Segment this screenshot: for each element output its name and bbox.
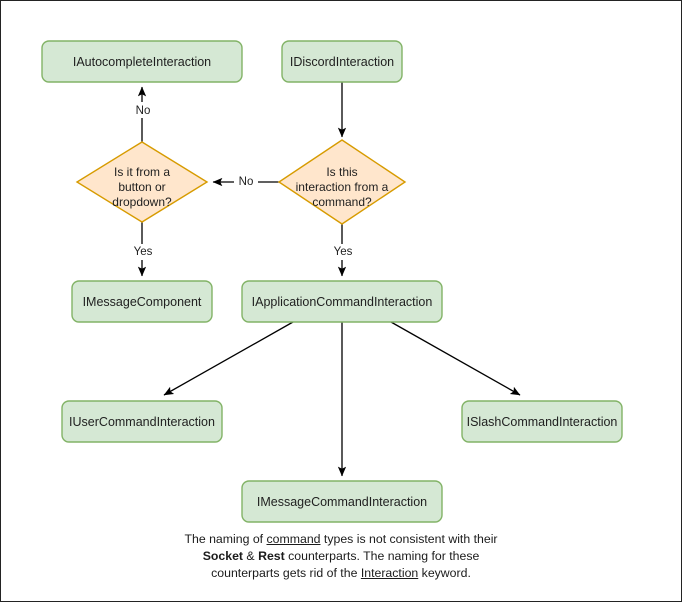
node-decision-interaction-from-command[interactable]: Is this interaction from a command? (277, 139, 407, 225)
node-slash-command-interaction[interactable]: ISlashCommandInteraction (461, 400, 623, 443)
node-label-decision-right-line3: command? (312, 195, 372, 209)
node-label-application-command-interaction: IApplicationCommandInteraction (252, 295, 433, 309)
edge-label-backdrop-yes-right (329, 244, 357, 260)
node-shape-rect[interactable] (281, 40, 403, 83)
caption-underline-interaction: Interaction (360, 566, 419, 580)
edge-label-yes-left: Yes (134, 246, 153, 258)
node-shape-rect[interactable] (241, 480, 443, 523)
node-application-command-interaction[interactable]: IApplicationCommandInteraction (241, 280, 443, 323)
node-label-decision-right-line1: Is this (326, 165, 357, 179)
node-shape-rect[interactable] (41, 40, 243, 83)
node-label-decision-left-line3: dropdown? (112, 195, 172, 209)
node-label-user-command-interaction: IUserCommandInteraction (69, 415, 215, 429)
node-label-autocomplete-interaction: IAutocompleteInteraction (73, 55, 211, 69)
edge-appcommand-to-usercommand (163, 321, 294, 396)
caption-bold-socket: Socket (202, 549, 244, 563)
node-decision-button-or-dropdown[interactable]: Is it from a button or dropdown? (75, 141, 209, 223)
node-shape-rect[interactable] (61, 400, 223, 443)
edge-label-backdrop-yes-left (129, 244, 157, 260)
node-label-message-component: IMessageComponent (83, 295, 202, 309)
diagram-caption: The naming of command types is not consi… (1, 531, 681, 582)
node-label-decision-left-line2: button or (118, 180, 165, 194)
node-shape-rect[interactable] (241, 280, 443, 323)
caption-text: counterparts gets rid of the (211, 566, 361, 580)
edge-label-no-horizontal: No (239, 176, 254, 188)
node-autocomplete-interaction[interactable]: IAutocompleteInteraction (41, 40, 243, 83)
edge-label-no-vertical: No (136, 105, 151, 117)
node-message-command-interaction[interactable]: IMessageCommandInteraction (241, 480, 443, 523)
node-label-message-command-interaction: IMessageCommandInteraction (257, 495, 427, 509)
edge-label-backdrop-no-vertical (131, 102, 155, 118)
node-label-decision-left-line1: Is it from a (114, 165, 170, 179)
nodes-layer: IAutocompleteInteraction IDiscordInterac… (41, 40, 623, 523)
caption-text: keyword. (418, 566, 471, 580)
node-label-decision-right-line2: interaction from a (296, 180, 389, 194)
caption-line-1: The naming of command types is not consi… (1, 531, 681, 548)
node-discord-interaction[interactable]: IDiscordInteraction (281, 40, 403, 83)
node-label-slash-command-interaction: ISlashCommandInteraction (467, 415, 618, 429)
edges-layer: No No Yes Yes (129, 82, 521, 477)
node-shape-rect[interactable] (71, 280, 213, 323)
node-shape-diamond[interactable] (75, 141, 209, 223)
caption-underline-command: command (266, 532, 321, 546)
node-shape-diamond[interactable] (277, 139, 407, 225)
node-user-command-interaction[interactable]: IUserCommandInteraction (61, 400, 223, 443)
caption-text: types is not consistent with their (320, 532, 498, 546)
caption-text: The naming of (184, 532, 267, 546)
edge-appcommand-to-slashcommand (390, 321, 521, 396)
edge-label-backdrop-no-horizontal (234, 173, 258, 189)
caption-line-2: Socket & Rest counterparts. The naming f… (1, 548, 681, 565)
node-message-component[interactable]: IMessageComponent (71, 280, 213, 323)
node-shape-rect[interactable] (461, 400, 623, 443)
caption-line-3: counterparts gets rid of the Interaction… (1, 565, 681, 582)
caption-bold-rest: Rest (258, 549, 285, 563)
caption-ampersand: & (243, 549, 259, 563)
edge-label-yes-right: Yes (334, 246, 353, 258)
node-label-discord-interaction: IDiscordInteraction (290, 55, 394, 69)
caption-text: counterparts. The naming for these (284, 549, 480, 563)
